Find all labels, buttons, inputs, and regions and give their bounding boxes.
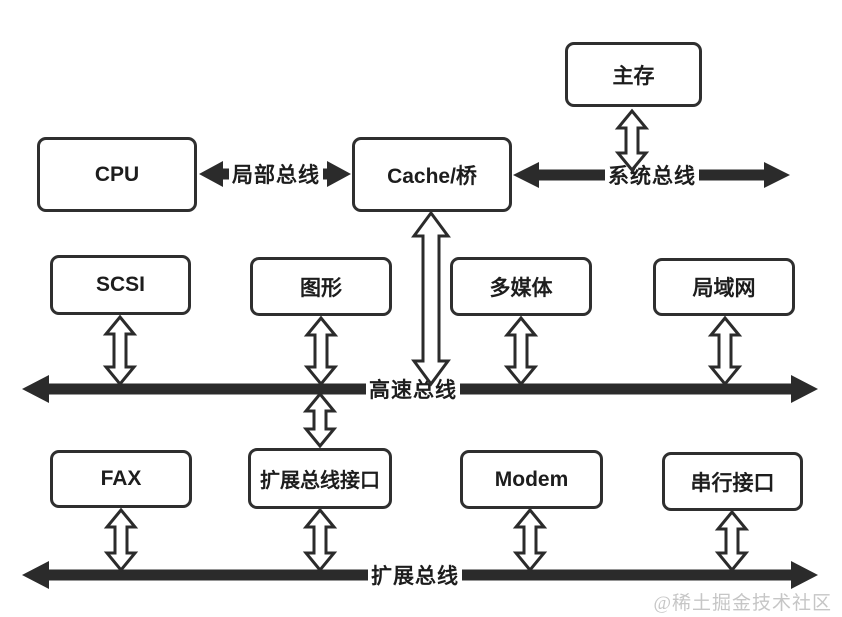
node-graphics-label: 图形 (300, 276, 342, 300)
node-multimedia-label: 多媒体 (489, 276, 553, 300)
node-cache-bridge-label: Cache/桥 (387, 164, 477, 188)
bus-label-expansion-bus: 扩展总线 (368, 560, 462, 590)
node-expansion-bus-interface-label: 扩展总线接口 (260, 470, 380, 492)
node-serial-interface: 串行接口 (662, 452, 803, 511)
system-bus-left-arrowhead (513, 162, 539, 188)
node-graphics: 图形 (250, 257, 392, 316)
bus-label-high-speed-bus: 高速总线 (366, 374, 460, 404)
double-arrow-cache-bridge-high-speed-bus (411, 210, 451, 387)
bus-label-system-bus: 系统总线 (605, 160, 699, 190)
double-arrow-modem-expansion-bus (512, 507, 548, 573)
double-arrow-graphics-high-speed-bus (303, 315, 339, 387)
node-cpu: CPU (37, 137, 197, 212)
expansion-bus-right-arrowhead (791, 561, 818, 589)
watermark: @稀土掘金技术社区 (653, 593, 832, 614)
double-arrow-expansion-interface-expansion-bus (302, 507, 338, 573)
local-bus-left-arrowhead (199, 161, 223, 187)
node-main-memory-label: 主存 (612, 64, 655, 88)
node-scsi-label: SCSI (95, 273, 145, 296)
node-cpu-label: CPU (94, 162, 140, 186)
node-lan: 局域网 (653, 258, 795, 316)
high-speed-bus-right-arrowhead (791, 375, 818, 403)
double-arrow-multimedia-high-speed-bus (503, 315, 539, 387)
high-speed-bus-left-arrowhead (22, 375, 49, 403)
node-fax: FAX (50, 450, 192, 508)
node-lan-label: 局域网 (692, 277, 756, 300)
node-scsi: SCSI (50, 255, 191, 315)
double-arrow-scsi-high-speed-bus (102, 314, 138, 387)
node-fax-label: FAX (100, 467, 142, 490)
expansion-bus-left-arrowhead (22, 561, 49, 589)
bus-label-local-bus: 局部总线 (229, 159, 323, 189)
node-modem-label: Modem (494, 467, 569, 491)
double-arrow-lan-high-speed-bus (707, 315, 743, 387)
node-main-memory: 主存 (565, 42, 702, 107)
node-modem: Modem (460, 450, 603, 509)
node-expansion-bus-interface: 扩展总线接口 (248, 448, 392, 509)
node-cache-bridge: Cache/桥 (352, 137, 512, 212)
node-multimedia: 多媒体 (450, 257, 592, 316)
system-bus-right-arrowhead (764, 162, 790, 188)
double-arrow-fax-expansion-bus (103, 507, 139, 573)
double-arrow-high-speed-bus-expansion-interface (302, 391, 338, 449)
local-bus-right-arrowhead (327, 161, 351, 187)
double-arrow-serial-interface-expansion-bus (714, 509, 750, 573)
node-serial-interface-label: 串行接口 (690, 471, 775, 495)
